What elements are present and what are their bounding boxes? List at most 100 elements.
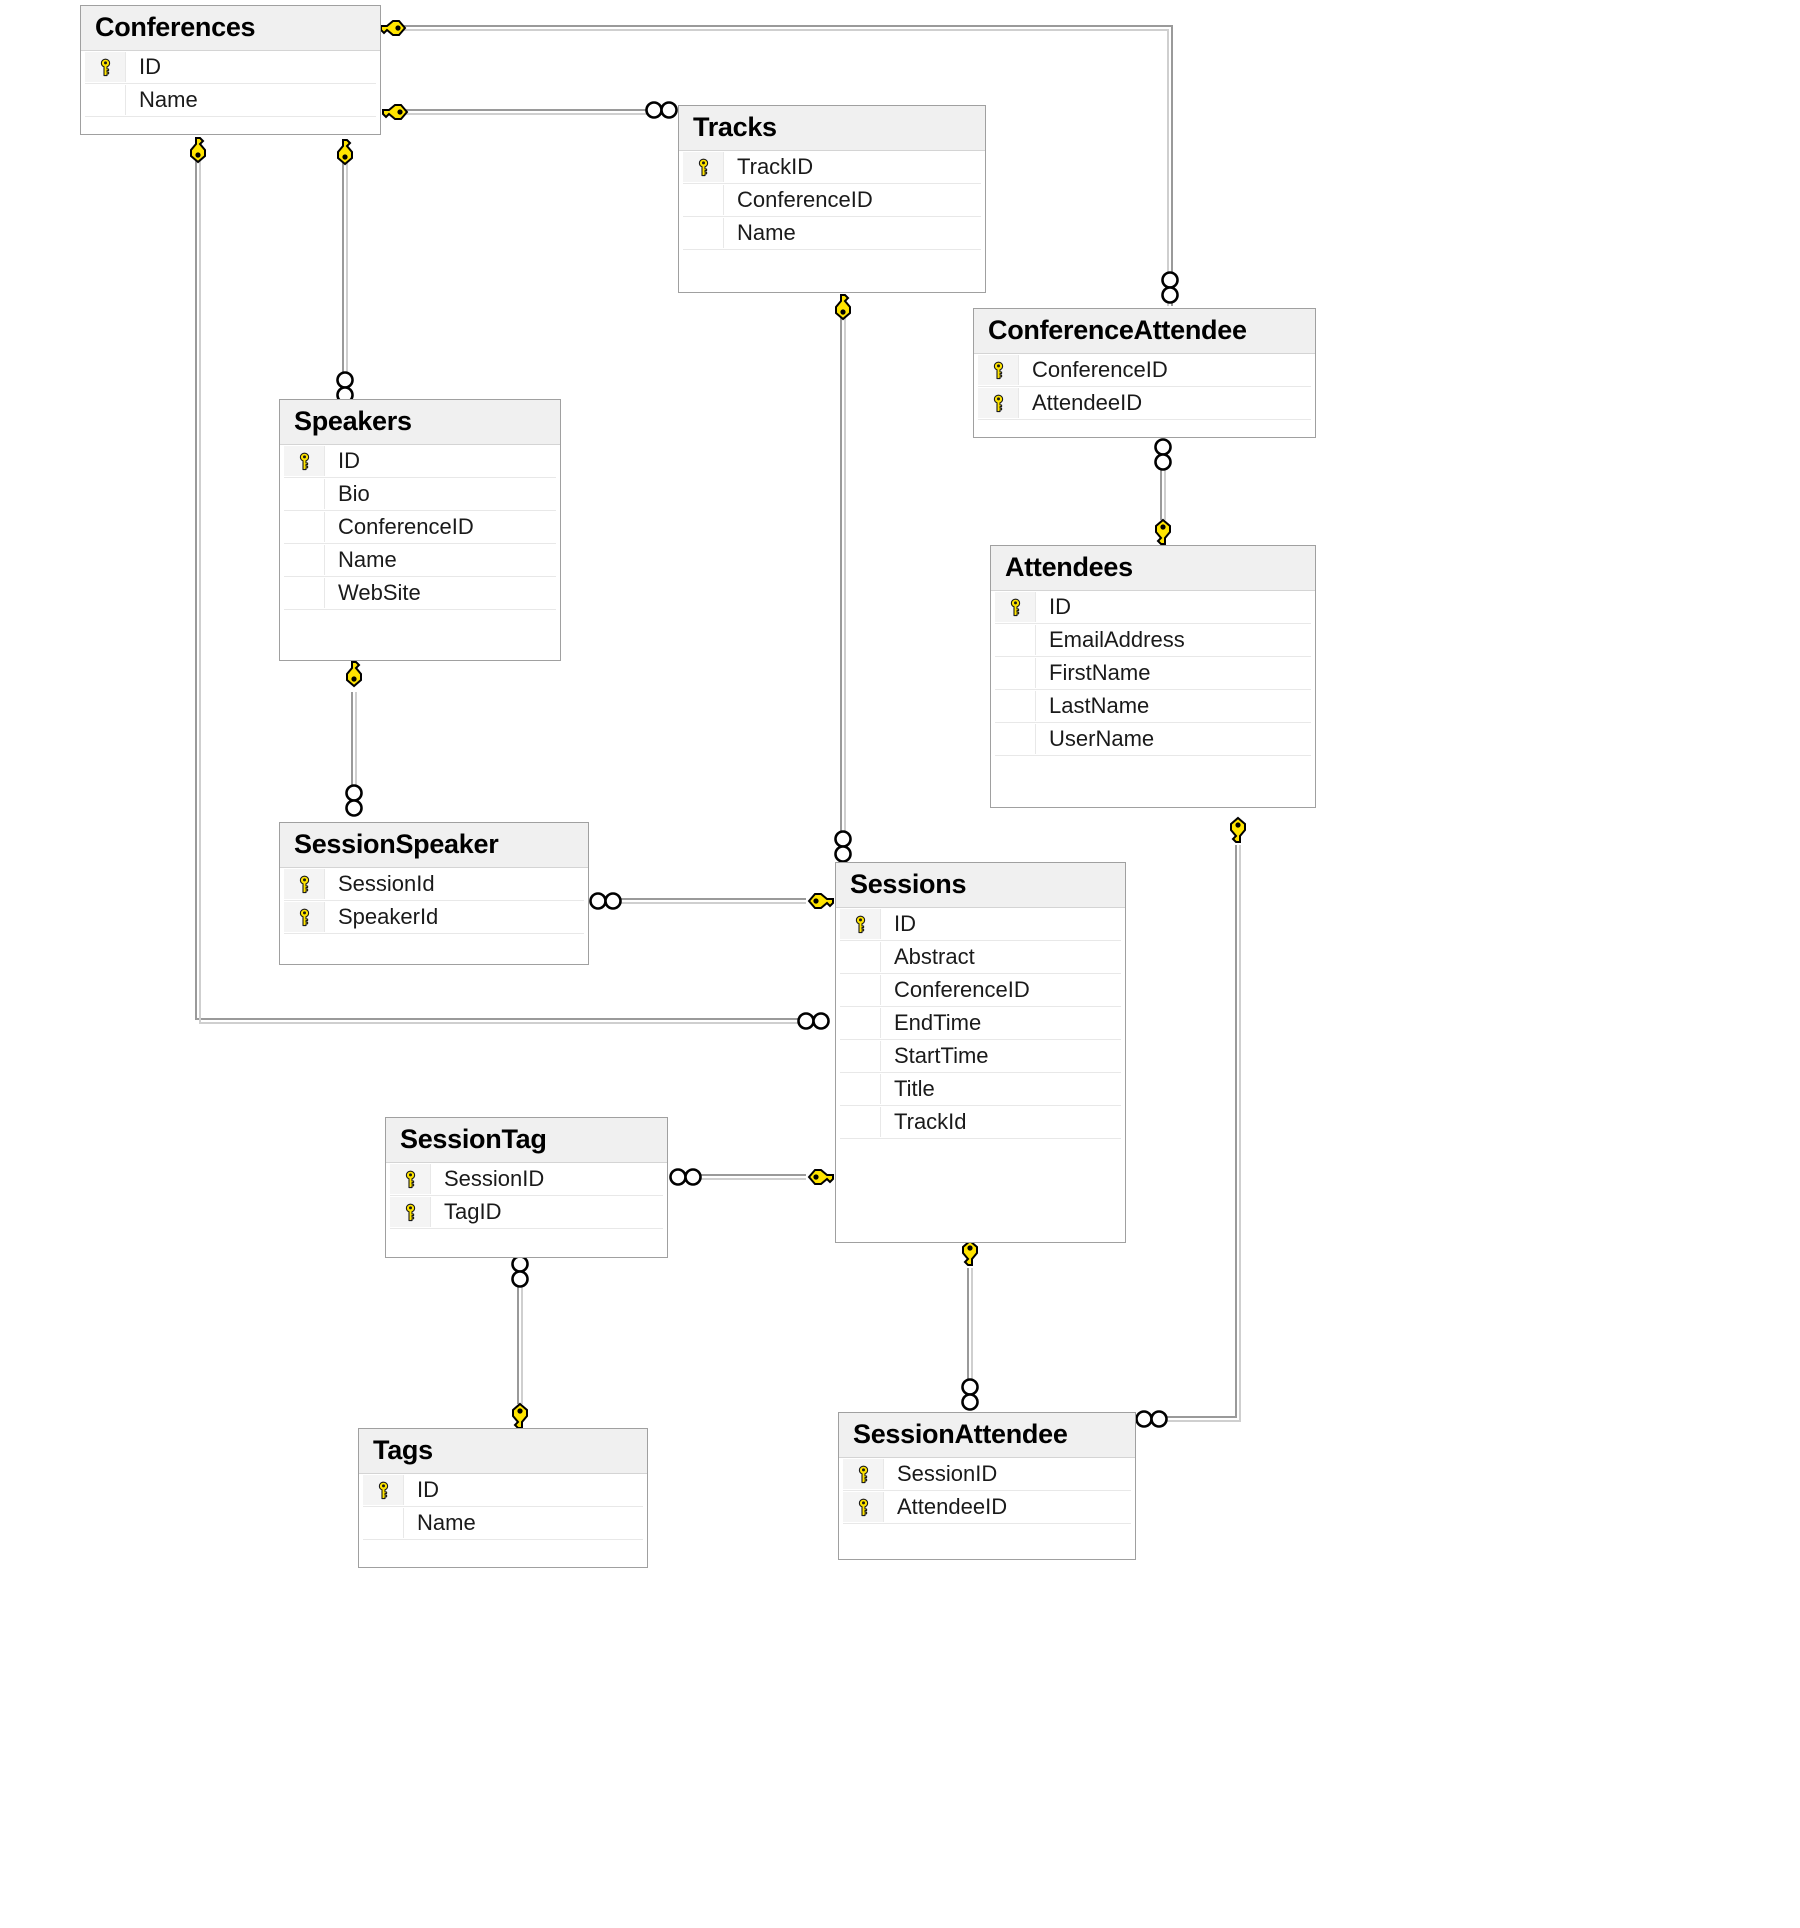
relationship-attendees-sessionattendee	[1164, 845, 1242, 1423]
column-row[interactable]: ConferenceID	[978, 354, 1311, 387]
column-row[interactable]: EmailAddress	[995, 624, 1311, 657]
column-row[interactable]: LastName	[995, 690, 1311, 723]
column-row[interactable]: ConferenceID	[840, 974, 1121, 1007]
table-title: SessionAttendee	[839, 1413, 1135, 1458]
column-row[interactable]: FirstName	[995, 657, 1311, 690]
column-row[interactable]: ID	[995, 591, 1311, 624]
primary-key-icon-cell	[390, 1197, 431, 1227]
column-icon-cell	[995, 691, 1036, 721]
infinity-icon	[589, 892, 622, 910]
column-row[interactable]: ID	[363, 1474, 643, 1507]
column-row[interactable]: Name	[284, 544, 556, 577]
column-row[interactable]: TrackId	[840, 1106, 1121, 1139]
column-name: ConferenceID	[737, 187, 873, 212]
column-row[interactable]: ID	[840, 908, 1121, 941]
column-name: UserName	[1049, 726, 1155, 751]
column-name: ConferenceID	[1032, 357, 1168, 382]
column-icon-cell	[995, 724, 1036, 754]
table-title: Sessions	[836, 863, 1125, 908]
key-icon	[299, 452, 309, 470]
column-row[interactable]: SessionID	[390, 1163, 663, 1196]
key-icon	[346, 661, 362, 687]
column-row[interactable]: Bio	[284, 478, 556, 511]
column-icon-cell	[85, 85, 126, 115]
column-row[interactable]: Name	[85, 84, 376, 117]
column-name: LastName	[1049, 693, 1150, 718]
relationship-sessions-sessiontag	[695, 1173, 806, 1181]
infinity-icon	[511, 1255, 529, 1288]
column-row[interactable]: EndTime	[840, 1007, 1121, 1040]
column-row[interactable]: AttendeeID	[843, 1491, 1131, 1524]
column-row[interactable]: StartTime	[840, 1040, 1121, 1073]
column-name: EndTime	[894, 1010, 982, 1035]
column-row[interactable]: Name	[683, 217, 981, 250]
column-name: ConferenceID	[338, 514, 474, 539]
key-icon	[698, 158, 708, 176]
column-name: TrackId	[894, 1109, 967, 1134]
key-icon	[299, 908, 309, 926]
column-name: SpeakerId	[338, 904, 439, 929]
column-name: AttendeeID	[1032, 390, 1143, 415]
column-icon-cell	[840, 1107, 881, 1137]
key-icon	[835, 294, 851, 320]
primary-key-icon-cell	[363, 1475, 404, 1505]
column-row[interactable]: ID	[284, 445, 556, 478]
primary-key-icon-cell	[995, 592, 1036, 622]
column-row[interactable]: WebSite	[284, 577, 556, 610]
key-icon	[993, 361, 1003, 379]
column-list: ConferenceID AttendeeID	[974, 354, 1315, 420]
infinity-icon	[1135, 1410, 1168, 1428]
key-icon	[962, 1240, 978, 1266]
column-row[interactable]: SessionID	[843, 1458, 1131, 1491]
column-icon-cell	[995, 658, 1036, 688]
column-icon-cell	[840, 942, 881, 972]
column-row[interactable]: ID	[85, 51, 376, 84]
column-row[interactable]: AttendeeID	[978, 387, 1311, 420]
column-row[interactable]: Name	[363, 1507, 643, 1540]
infinity-icon	[345, 784, 363, 817]
key-icon	[993, 394, 1003, 412]
column-name: SessionId	[338, 871, 435, 896]
column-row[interactable]: ConferenceID	[683, 184, 981, 217]
column-icon-cell	[683, 185, 724, 215]
key-icon	[382, 104, 408, 120]
column-name: Name	[338, 547, 397, 572]
column-row[interactable]: SpeakerId	[284, 901, 584, 934]
key-icon	[1010, 598, 1020, 616]
column-row[interactable]: ConferenceID	[284, 511, 556, 544]
column-row[interactable]: TrackID	[683, 151, 981, 184]
column-row[interactable]: SessionId	[284, 868, 584, 901]
column-row[interactable]: TagID	[390, 1196, 663, 1229]
relationship-conferenceattendee-attendees	[1159, 440, 1167, 520]
column-row[interactable]: Title	[840, 1073, 1121, 1106]
column-icon-cell	[840, 975, 881, 1005]
column-row[interactable]: UserName	[995, 723, 1311, 756]
primary-key-icon-cell	[683, 152, 724, 182]
key-icon	[299, 875, 309, 893]
column-row[interactable]: Abstract	[840, 941, 1121, 974]
table-title: Conferences	[81, 6, 380, 51]
key-icon	[858, 1498, 868, 1516]
key-icon	[100, 58, 110, 76]
column-name: EmailAddress	[1049, 627, 1185, 652]
primary-key-icon-cell	[85, 52, 126, 82]
primary-key-icon-cell	[840, 909, 881, 939]
primary-key-icon-cell	[978, 355, 1019, 385]
infinity-icon	[669, 1168, 702, 1186]
